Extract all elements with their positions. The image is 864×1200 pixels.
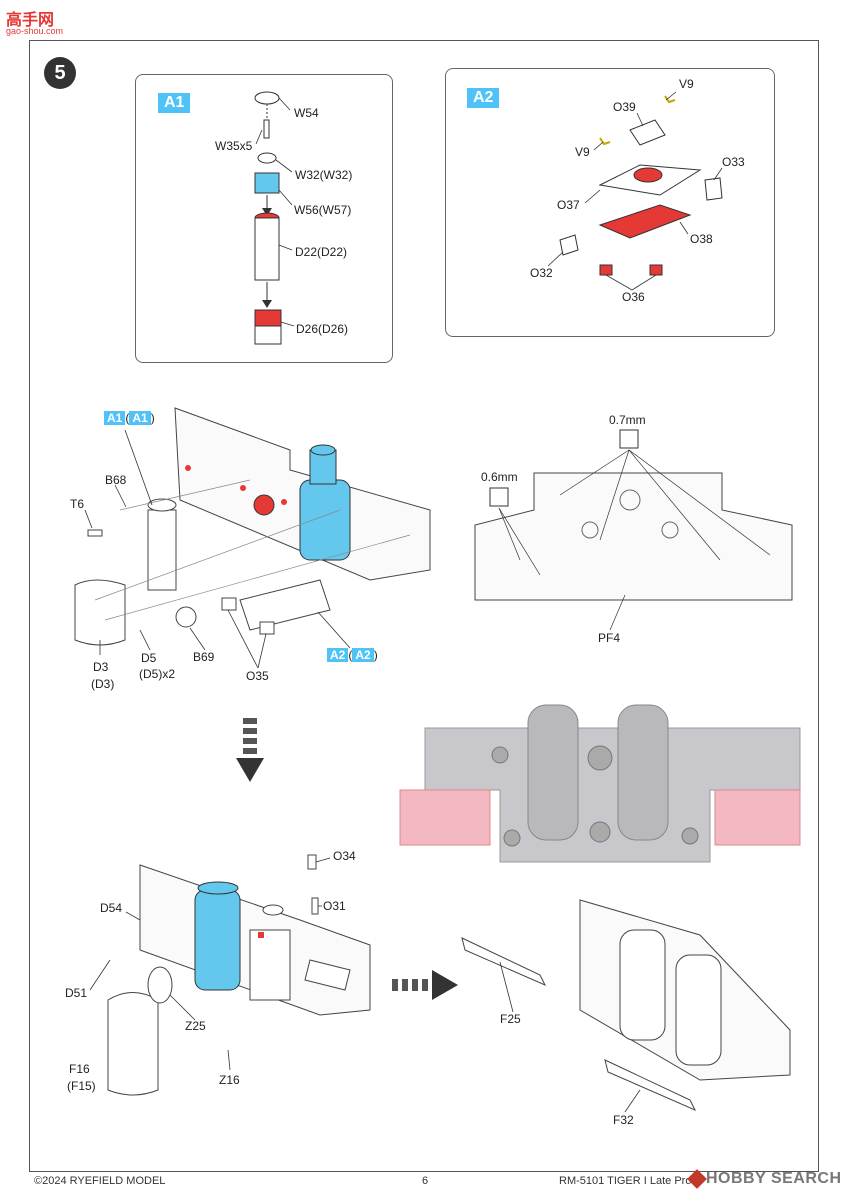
part-label-d5-alt: (D5)x2: [139, 667, 176, 681]
ref-a2-main: A2: [327, 648, 349, 662]
part-label-o34: O34: [333, 849, 356, 863]
watermark-logo: 高手网: [6, 12, 55, 29]
watermark-url: gao-shou.com: [6, 26, 64, 36]
part-label-w32: W32(W32): [295, 168, 353, 182]
part-label-o39: O39: [613, 100, 636, 114]
part-label-o35: O35: [246, 669, 269, 683]
part-label-o33: O33: [722, 155, 745, 169]
hobbysearch-watermark: HOBBY SEARCH: [706, 1170, 842, 1187]
part-label-o36: O36: [622, 290, 645, 304]
part-label-d26: D26(D26): [296, 322, 349, 336]
part-label-z16: Z16: [219, 1073, 240, 1087]
part-label-o38: O38: [690, 232, 713, 246]
part-label-w56: W56(W57): [294, 203, 352, 217]
part-label-d3: D3: [93, 660, 109, 674]
drill-size-07: 0.7mm: [609, 413, 646, 427]
part-label-d3-alt: (D3): [91, 677, 115, 691]
footer-product: RM-5101 TIGER I Late Production W/Zimmer…: [559, 1175, 699, 1187]
part-label-w54: W54: [294, 106, 319, 120]
part-label-v9-top: V9: [679, 77, 694, 91]
part-label-v9-left: V9: [575, 145, 590, 159]
footer-page-number: 6: [422, 1175, 429, 1187]
part-label-d54: D54: [100, 901, 123, 915]
ref-a2-alt: A2: [352, 648, 374, 662]
part-label-o32: O32: [530, 266, 553, 280]
subassembly-a2-tag: A2: [467, 88, 500, 108]
part-label-d22: D22(D22): [295, 245, 348, 259]
part-label-t6: T6: [70, 497, 85, 511]
footer-copyright: ©2024 RYEFIELD MODEL: [34, 1175, 166, 1187]
assembly-ref-a2: A2(A2): [327, 648, 378, 662]
part-label-o31: O31: [323, 899, 346, 913]
part-label-pf4: PF4: [598, 631, 621, 645]
part-label-f15: (F15): [67, 1079, 96, 1093]
part-label-b69: B69: [193, 650, 215, 664]
part-label-f16: F16: [69, 1062, 90, 1076]
part-label-d5: D5: [141, 651, 157, 665]
ref-a1-alt: A1: [129, 411, 151, 425]
part-label-d51: D51: [65, 986, 88, 1000]
subassembly-a2-box: [445, 68, 775, 337]
part-label-w35: W35x5: [215, 139, 253, 153]
assembly-ref-a1: A1(A1): [104, 411, 155, 425]
part-label-f32: F32: [613, 1113, 634, 1127]
part-label-o37: O37: [557, 198, 580, 212]
ref-a1-main: A1: [104, 411, 126, 425]
page-frame: [29, 40, 819, 1172]
subassembly-a1-tag: A1: [158, 93, 191, 113]
step-number: 5: [44, 57, 76, 89]
part-label-b68: B68: [105, 473, 127, 487]
part-label-f25: F25: [500, 1012, 521, 1026]
part-label-z25: Z25: [185, 1019, 206, 1033]
drill-size-06: 0.6mm: [481, 470, 518, 484]
